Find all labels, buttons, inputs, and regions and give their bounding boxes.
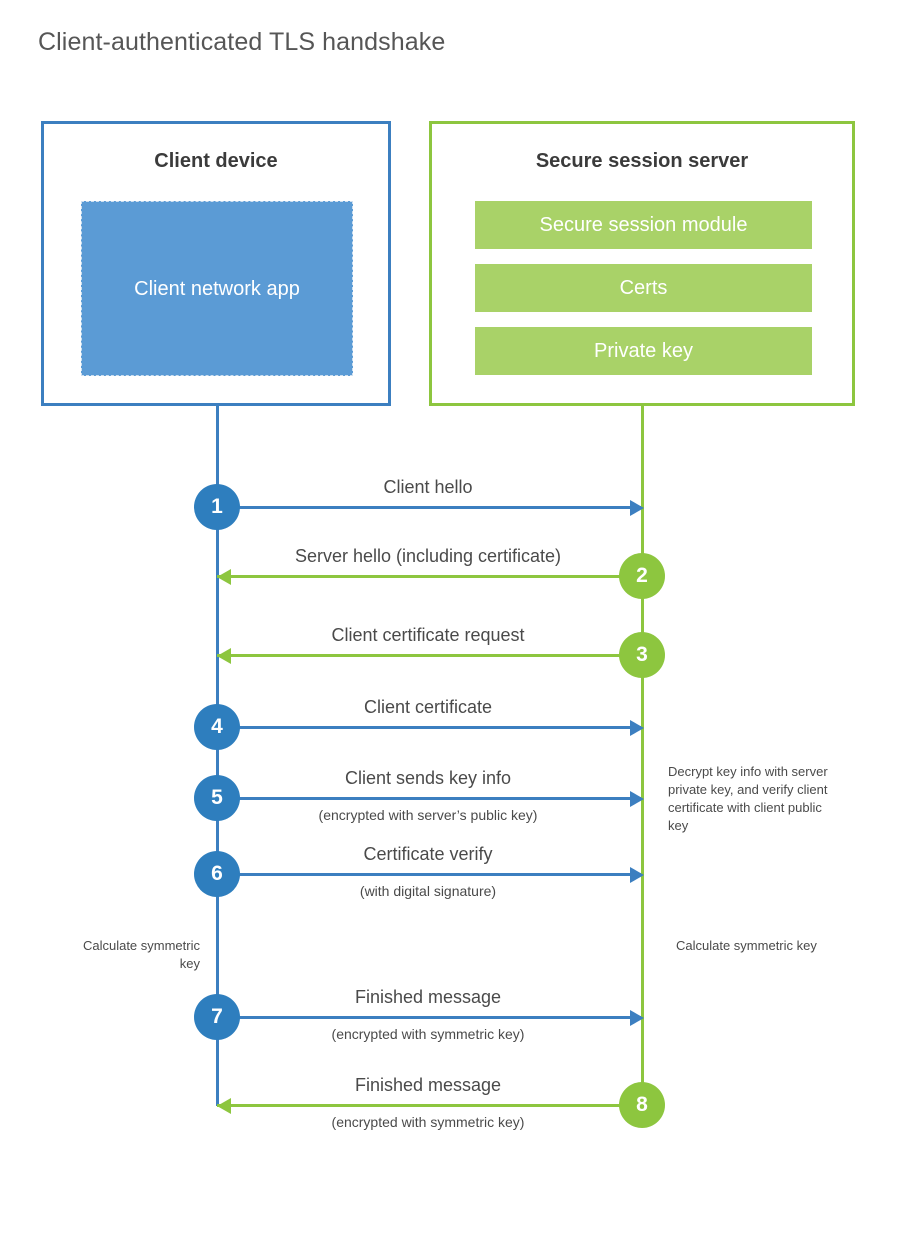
message-arrow-line (217, 1016, 641, 1019)
message-sublabel: (encrypted with symmetric key) (331, 1114, 525, 1130)
server-component-label: Private key (594, 339, 693, 362)
message-arrow-line (217, 506, 641, 509)
server-component-label: Certs (619, 276, 668, 299)
step-number: 8 (636, 1093, 648, 1116)
step-number: 6 (211, 862, 223, 885)
client-lifeline (216, 406, 219, 1106)
step-number: 2 (636, 564, 648, 587)
page-title: Client-authenticated TLS handshake (38, 28, 446, 56)
client-device-box: Client device Client network app (41, 121, 391, 406)
step-circle-7: 7 (194, 994, 240, 1040)
annotation-calculate-symmetric-key-client: Calculate symmetric key (82, 938, 200, 971)
message-sublabel: (encrypted with server’s public key) (318, 807, 538, 823)
message-arrow-line (217, 797, 641, 800)
message-label: Client certificate (363, 697, 493, 717)
message-sublabel: (encrypted with symmetric key) (331, 1026, 525, 1042)
message-arrow-line (217, 654, 641, 657)
message-label: Client certificate request (331, 625, 525, 645)
secure-session-server-title: Secure session server (535, 150, 749, 172)
arrow-head-right-icon (630, 1010, 644, 1026)
step-number: 3 (636, 643, 648, 666)
message-arrow-line (217, 726, 641, 729)
step-number: 4 (211, 715, 223, 738)
step-number: 5 (211, 786, 223, 809)
step-circle-2: 2 (619, 553, 665, 599)
step-circle-1: 1 (194, 484, 240, 530)
step-circle-3: 3 (619, 632, 665, 678)
message-sublabel: (with digital signature) (359, 883, 497, 899)
message-label: Client hello (383, 477, 473, 497)
step-circle-5: 5 (194, 775, 240, 821)
server-component-secure-session-module: Secure session module (475, 201, 812, 249)
step-number: 7 (211, 1005, 223, 1028)
server-component-private-key: Private key (475, 327, 812, 375)
message-arrow-line (217, 873, 641, 876)
server-lifeline (641, 406, 644, 1106)
step-circle-6: 6 (194, 851, 240, 897)
step-circle-4: 4 (194, 704, 240, 750)
step-number: 1 (211, 495, 223, 518)
arrow-head-right-icon (630, 791, 644, 807)
client-device-title: Client device (154, 150, 278, 172)
message-label: Certificate verify (363, 844, 493, 864)
message-label: Finished message (354, 987, 502, 1007)
arrow-head-left-icon (217, 648, 231, 664)
message-label: Server hello (including certificate) (294, 546, 562, 566)
step-circle-8: 8 (619, 1082, 665, 1128)
message-arrow-line (217, 575, 641, 578)
arrow-head-right-icon (630, 720, 644, 736)
message-label: Client sends key info (344, 768, 512, 788)
client-network-app-label: Client network app (134, 277, 300, 300)
arrow-head-left-icon (217, 1098, 231, 1114)
server-component-certs: Certs (475, 264, 812, 312)
message-arrow-line (217, 1104, 641, 1107)
client-network-app-block: Client network app (81, 201, 353, 376)
arrow-head-right-icon (630, 500, 644, 516)
message-label: Finished message (354, 1075, 502, 1095)
secure-session-server-box: Secure session server Secure session mod… (429, 121, 855, 406)
annotation-decrypt-key-info: Decrypt key info with server private key… (668, 764, 828, 833)
arrow-head-left-icon (217, 569, 231, 585)
server-component-label: Secure session module (539, 213, 748, 236)
annotation-calculate-symmetric-key-server: Calculate symmetric key (676, 938, 817, 953)
arrow-head-right-icon (630, 867, 644, 883)
